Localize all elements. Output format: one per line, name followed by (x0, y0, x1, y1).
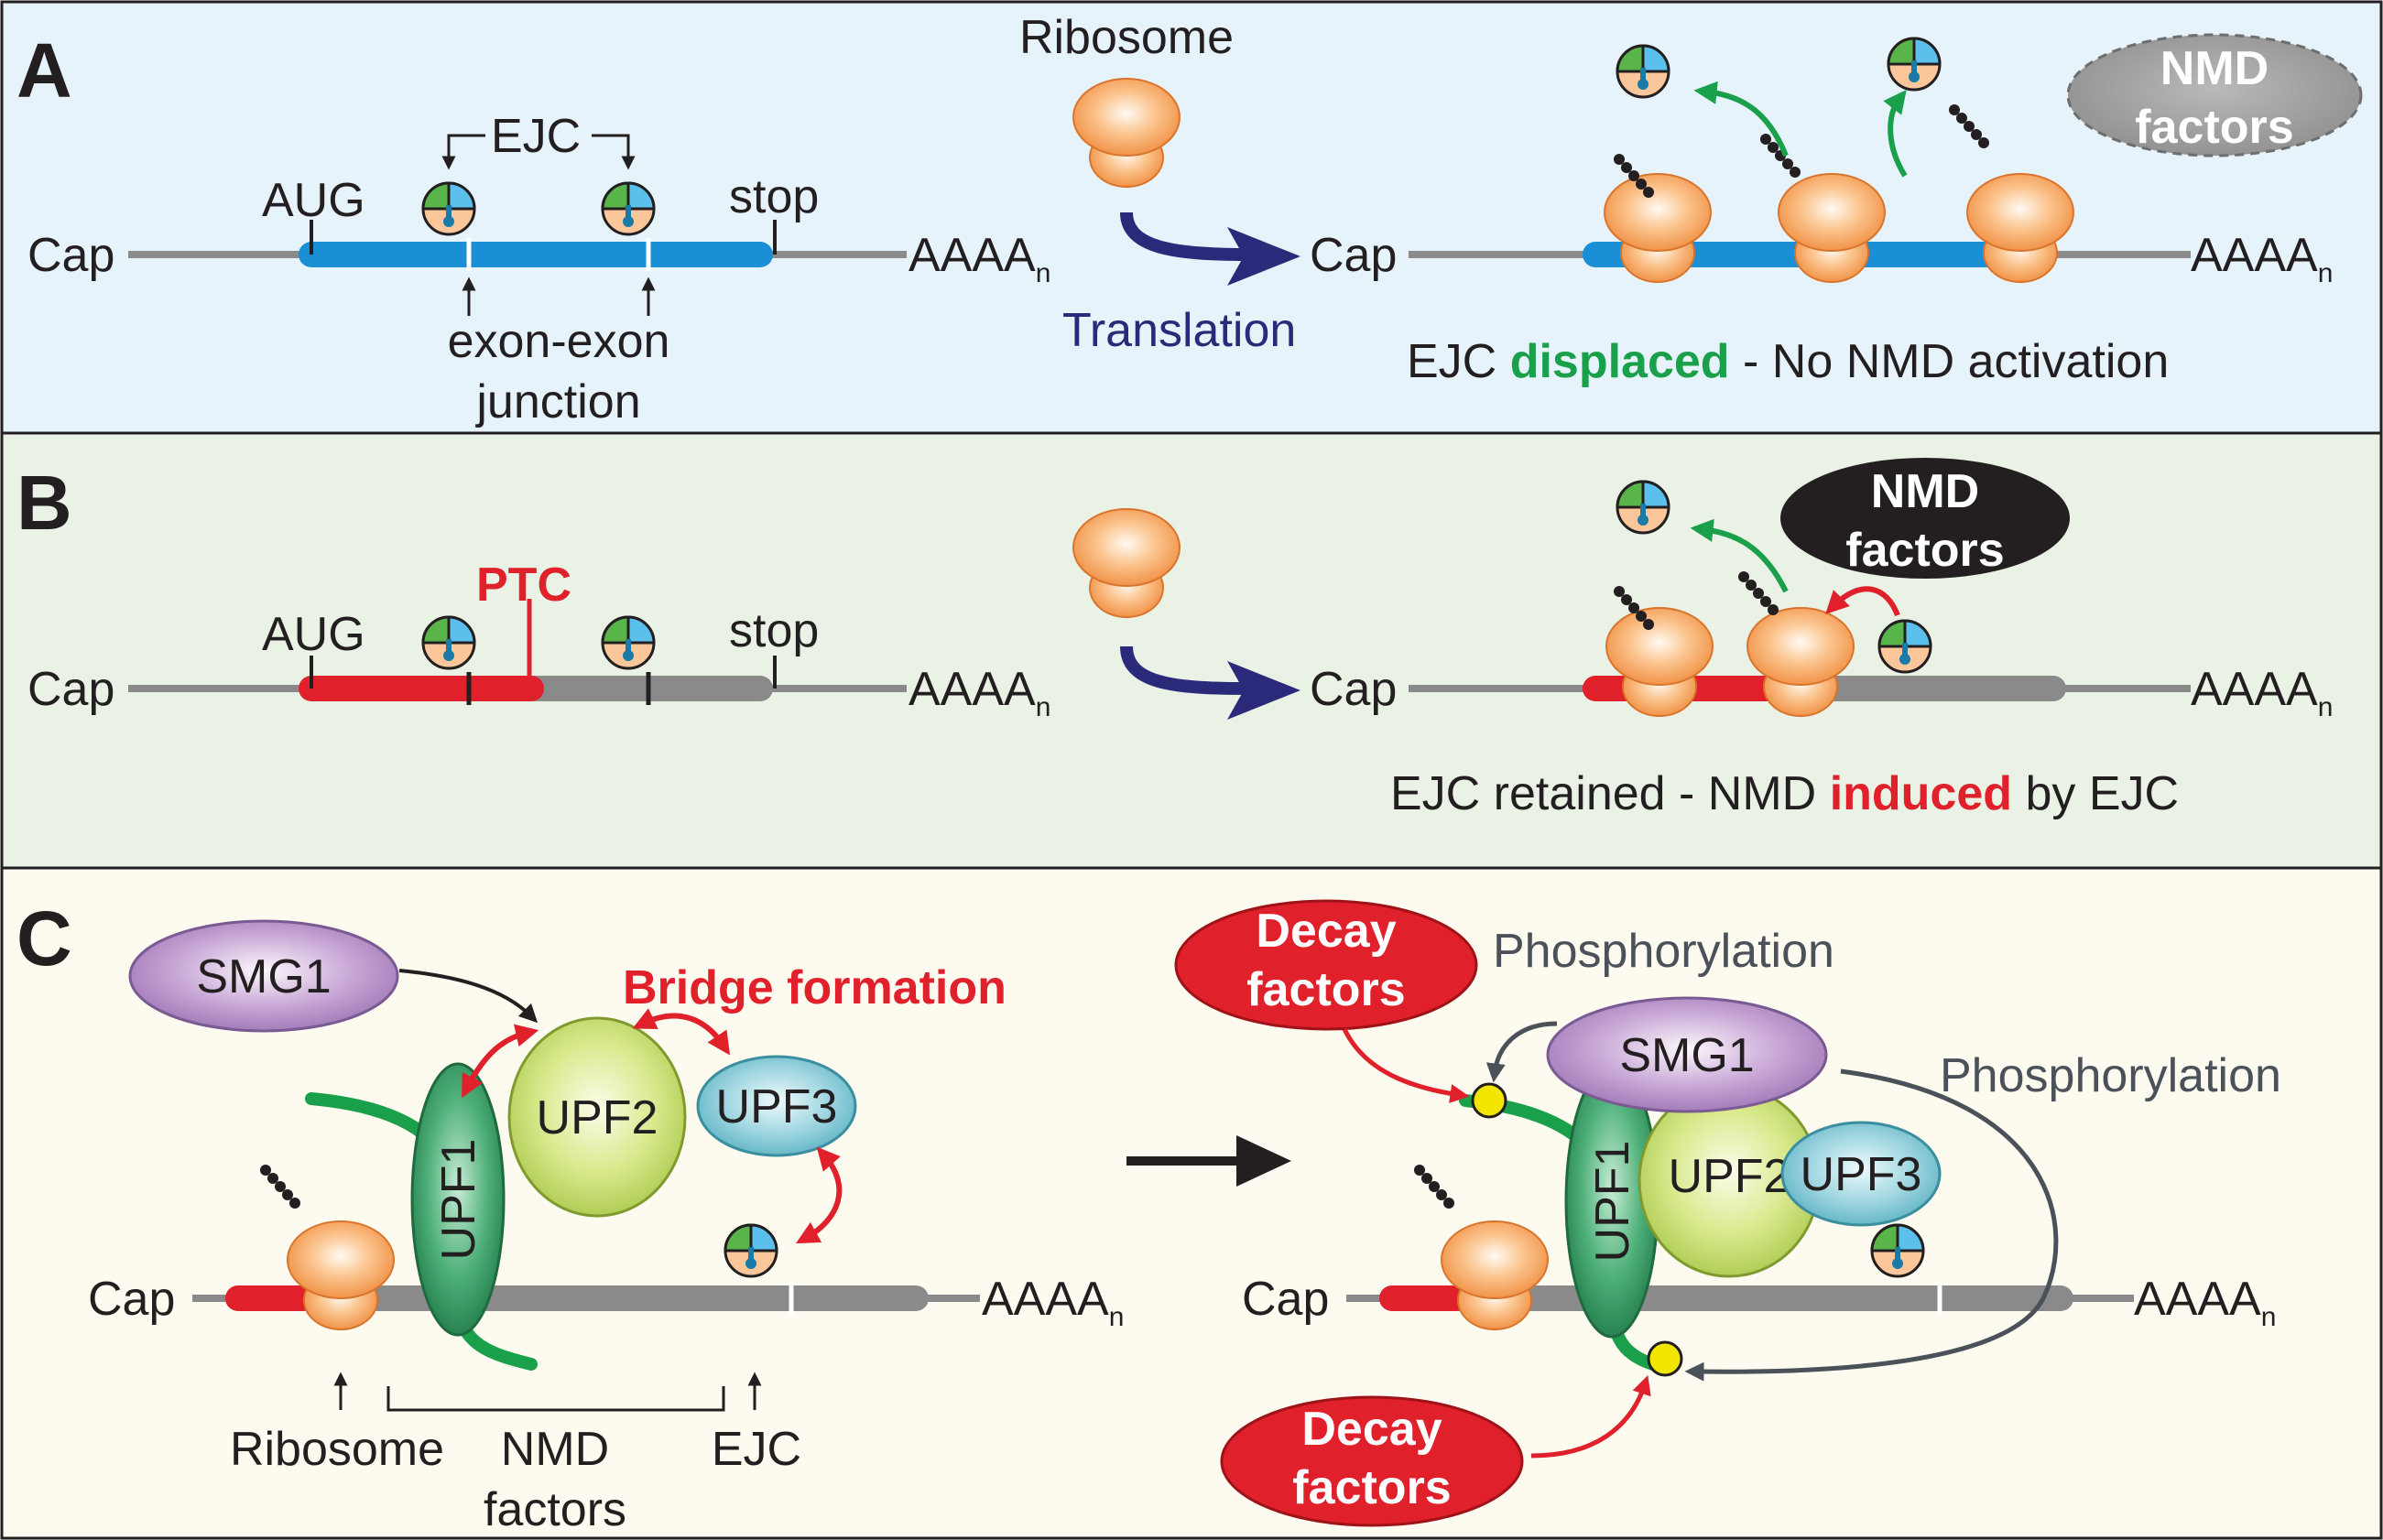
phosphorylation-label-right: Phosphorylation (1940, 1049, 2281, 1102)
bridge-arrow (632, 1008, 730, 1056)
panel-b-label: B (16, 460, 72, 546)
panel-a-polya-right: AAAAn (2191, 229, 2333, 288)
displaced-ejc-icon (1888, 38, 1940, 90)
decay-recruitment-arrow (1530, 1375, 1651, 1459)
upf3-label: UPF3 (716, 1080, 838, 1133)
decay-top-line2: factors (1246, 963, 1405, 1016)
panel-a-junction-line1: exon-exon (448, 315, 670, 368)
transition-arrowhead (1236, 1135, 1291, 1187)
panel-a-label: A (16, 27, 72, 114)
phosphorylation-label-top: Phosphorylation (1493, 925, 1834, 978)
upf3-protein (1780, 1121, 1942, 1227)
upf2-label: UPF2 (1669, 1150, 1790, 1203)
bridge-arrow (462, 1024, 539, 1099)
panel-c-ribosome-label: Ribosome (230, 1423, 444, 1476)
upf2-protein (507, 1016, 687, 1218)
ejc-complex-icon (725, 1225, 777, 1276)
displacement-arrow (1690, 518, 1789, 593)
smg1-protein (1546, 996, 1828, 1113)
panel-b-cap-left: Cap (27, 663, 114, 716)
panel-a-nmd-factors-line2: factors (2135, 101, 2293, 154)
panel-b-ptc-label: PTC (476, 559, 571, 612)
displaced-ejc-icon (1617, 46, 1669, 97)
panel-b-polya-right: AAAAn (2191, 663, 2333, 722)
retained-ejc-icon (1879, 621, 1931, 672)
panel-c-label: C (16, 895, 72, 981)
bridge-formation-label: Bridge formation (623, 961, 1007, 1014)
ejc-complex-icon (1872, 1225, 1923, 1276)
ejc-complex-icon (603, 183, 654, 234)
decay-recruitment-arrow (1342, 1027, 1470, 1103)
phosphorylation-arrow (1684, 1068, 2059, 1382)
displacement-arrow (1693, 81, 1789, 157)
panel-b-stop: stop (729, 604, 819, 657)
decay-top-line1: Decay (1256, 905, 1396, 958)
translation-arrow (1120, 211, 1246, 261)
phosphorylation-site (1647, 1340, 1683, 1377)
upf3-label: UPF3 (1801, 1148, 1922, 1201)
panel-c-polya-right: AAAAn (2134, 1273, 2276, 1332)
ejc-bracket (441, 134, 636, 170)
nmd-factors-inactive (2066, 33, 2363, 157)
panel-b-cap-right: Cap (1310, 663, 1397, 716)
decay-factors-top (1174, 899, 1478, 1031)
decay-bottom-line2: factors (1292, 1461, 1451, 1514)
upf1-label: UPF1 (1586, 1141, 1639, 1263)
nmd-factors-active (1780, 458, 2070, 579)
panel-c-nmd-line1: NMD (501, 1423, 609, 1476)
ejc-complex-icon (423, 617, 474, 668)
panel-b-result: EJC retained - NMD induced by EJC (1390, 767, 2179, 820)
smg1-recruitment-arrow (398, 969, 539, 1024)
panel-a-cap-right: Cap (1310, 229, 1397, 282)
panel-c-nmd-line2: factors (484, 1483, 626, 1536)
phosphorylation-arrow (1485, 1021, 1558, 1083)
panel-a-result: EJC displaced - No NMD activation (1407, 335, 2169, 388)
panel-b-aug: AUG (262, 608, 365, 661)
junction-arrows (462, 277, 656, 316)
panel-a-cap-left: Cap (27, 229, 114, 282)
translation-arrowhead (1227, 227, 1300, 286)
translation-arrowhead (1227, 661, 1300, 720)
panel-c-cap-right: Cap (1242, 1273, 1329, 1326)
decay-factors-bottom (1220, 1395, 1524, 1527)
displaced-ejc-icon (1617, 482, 1669, 533)
phosphorylation-site (1471, 1082, 1507, 1119)
panel-c-annotation-arrows (333, 1372, 762, 1412)
smg1-label: SMG1 (1619, 1029, 1754, 1082)
panel-b-mrna-left (128, 599, 907, 705)
upf2-label: UPF2 (537, 1091, 658, 1144)
ejc-complex-icon (603, 617, 654, 668)
ejc-complex-icon (423, 183, 474, 234)
smg1-protein (128, 919, 399, 1033)
panel-b-polya-left: AAAAn (909, 663, 1050, 722)
upf1-label: UPF1 (432, 1139, 485, 1261)
panel-c-ejc-label: EJC (712, 1423, 801, 1476)
panel-a-junction-line2: junction (474, 375, 640, 428)
decay-bottom-line1: Decay (1301, 1403, 1442, 1456)
panel-c-cap-left: Cap (88, 1273, 175, 1326)
nmd-recruitment-arrow (1825, 586, 1900, 617)
upf1-protein (410, 1062, 506, 1337)
translation-arrow (1120, 645, 1246, 695)
panel-a-polya-left: AAAAn (909, 229, 1050, 288)
panel-c-polya-left: AAAAn (982, 1273, 1124, 1332)
panel-a-mrna-left (128, 220, 907, 271)
panel-a-ribosome-label: Ribosome (1019, 11, 1234, 64)
panel-a-translation-label: Translation (1062, 304, 1296, 357)
panel-a-stop: stop (729, 170, 819, 223)
panel-b-nmd-factors-line2: factors (1845, 524, 2004, 577)
smg1-label: SMG1 (196, 950, 331, 1003)
panel-a-ejc-label: EJC (491, 110, 581, 163)
upf3-protein (696, 1055, 857, 1157)
panel-a-aug: AUG (262, 174, 365, 227)
bridge-arrow (795, 1146, 843, 1244)
displacement-arrow (1883, 90, 1908, 178)
panel-a-nmd-factors-line1: NMD (2160, 42, 2269, 95)
panel-b-nmd-factors-line1: NMD (1871, 465, 1979, 518)
